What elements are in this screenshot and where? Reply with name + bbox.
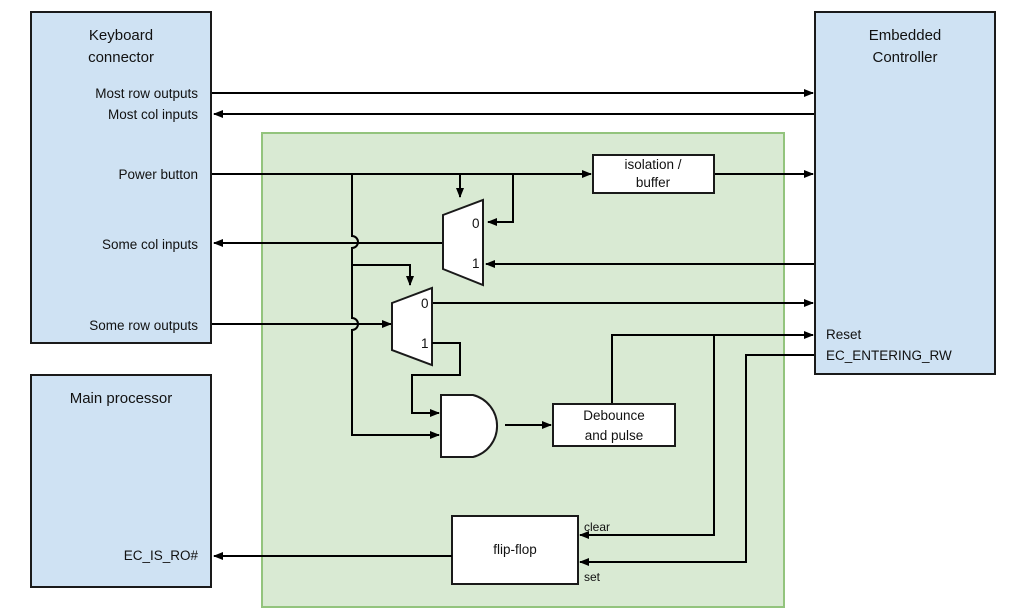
label-power-button: Power button: [118, 167, 198, 182]
keyboard-title-line2: connector: [88, 49, 154, 66]
main-processor-title: Main processor: [70, 390, 173, 407]
clear-label: clear: [584, 520, 610, 534]
mux1-input0-label: 0: [472, 216, 480, 231]
label-ec-entering-rw: EC_ENTERING_RW: [826, 348, 952, 363]
isolation-line2: buffer: [636, 175, 671, 190]
wire-mux2-out1-to-and-gate: [411, 342, 461, 417]
mux-col-inputs: 0 1: [442, 198, 484, 287]
ec-title-line1: Embedded: [869, 27, 942, 44]
label-some-row-outputs: Some row outputs: [89, 318, 198, 333]
label-some-col-inputs: Some col inputs: [102, 237, 198, 252]
label-most-col-inputs: Most col inputs: [108, 107, 198, 122]
mux-row-outputs: 0 1: [391, 286, 433, 367]
flip-flop-label: flip-flop: [493, 542, 537, 557]
label-reset: Reset: [826, 327, 862, 342]
mux1-input1-label: 1: [472, 256, 480, 271]
ec-title-line2: Controller: [872, 49, 937, 66]
mux2-output1-label: 1: [421, 336, 429, 351]
wire-ec-entering-rw-to-set: [579, 354, 814, 566]
wire-debounce-to-reset: [611, 331, 814, 403]
and-gate: [440, 394, 499, 458]
isolation-line1: isolation /: [624, 157, 681, 172]
debounce-pulse-box: Debounce and pulse: [552, 403, 676, 447]
wire-pb-to-mux1-in0: [487, 174, 514, 226]
embedded-controller-block: Embedded Controller Reset EC_ENTERING_RW: [814, 11, 996, 375]
isolation-buffer-box: isolation / buffer: [592, 154, 715, 194]
debounce-line2: and pulse: [585, 428, 644, 443]
label-most-row-outputs: Most row outputs: [95, 86, 198, 101]
label-ec-is-ro: EC_IS_RO#: [124, 548, 199, 563]
main-processor-block: Main processor EC_IS_RO#: [30, 374, 212, 588]
wire-reset-to-clear: [579, 335, 715, 539]
set-label: set: [584, 570, 601, 584]
mux2-output0-label: 0: [421, 296, 429, 311]
keyboard-title-line1: Keyboard: [89, 27, 153, 44]
flip-flop-box: flip-flop clear set: [451, 515, 610, 585]
debounce-line1: Debounce: [583, 408, 645, 423]
keyboard-connector-block: Keyboard connector Most row outputs Most…: [30, 11, 212, 344]
